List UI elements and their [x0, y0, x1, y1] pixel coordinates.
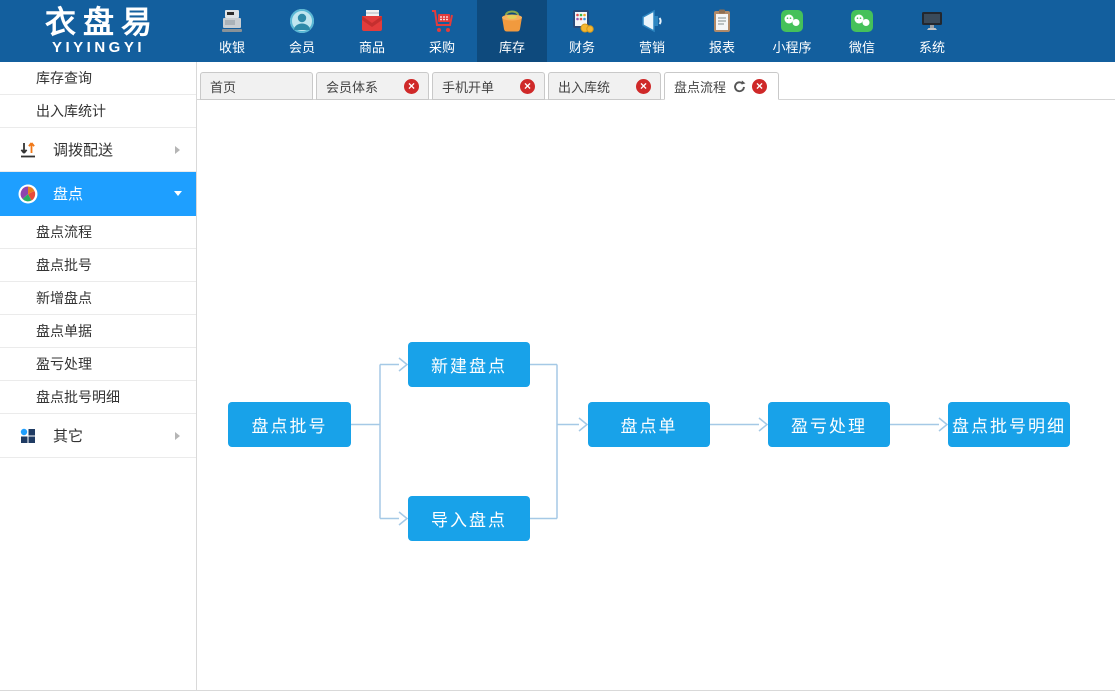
nav-item-label: 商品 [358, 40, 385, 55]
top-header: 衣盘易 YIYINGYI 收银 会员 商品 采购 [0, 0, 1115, 62]
page-bottom-divider [0, 690, 1115, 692]
nav-item-miniprogram[interactable]: 小程序 [757, 0, 827, 62]
sidebar-item-label: 调拨配送 [53, 142, 114, 159]
nav-item-label: 库存 [498, 40, 525, 55]
sidebar-item-label: 盘点单据 [36, 323, 92, 339]
flow-node-import[interactable]: 导入盘点 [408, 496, 530, 541]
sidebar-item-label: 其它 [53, 428, 84, 445]
miniprogram-icon [778, 6, 806, 36]
refresh-icon[interactable] [733, 80, 746, 93]
flow-node-profit[interactable]: 盈亏处理 [768, 402, 890, 447]
pie-chart-icon [18, 184, 38, 204]
tab-label: 首页 [210, 79, 237, 95]
sidebar-item-inout-stats[interactable]: 出入库统计 [0, 95, 196, 128]
sidebar-item-inventory-query[interactable]: 库存查询 [0, 62, 196, 95]
flow-node-batch[interactable]: 盘点批号 [228, 402, 351, 447]
sidebar-item-transfer-delivery[interactable]: 调拨配送 [0, 128, 196, 172]
nav-item-system[interactable]: 系统 [897, 0, 967, 62]
nav-item-wechat[interactable]: 微信 [827, 0, 897, 62]
nav-item-inventory[interactable]: 库存 [477, 0, 547, 62]
nav-item-label: 报表 [708, 40, 735, 55]
sidebar-item-label: 新增盘点 [36, 290, 92, 306]
tab-home[interactable]: 首页 [200, 72, 313, 100]
nav-item-label: 财务 [568, 40, 595, 55]
sidebar-item-new-stocktake[interactable]: 新增盘点 [0, 282, 196, 315]
sidebar-item-stocktake[interactable]: 盘点 [0, 172, 196, 216]
tab-stocktake-flow[interactable]: 盘点流程 × [664, 72, 779, 100]
tab-label: 出入库统 [558, 79, 611, 95]
stocktake-flowchart: 盘点批号 新建盘点 导入盘点 盘点单 盈亏处理 盘点批号明细 [197, 100, 1115, 692]
tab-inout-stats[interactable]: 出入库统 × [548, 72, 661, 100]
nav-item-purchase[interactable]: 采购 [407, 0, 477, 62]
tab-mobile-order[interactable]: 手机开单 × [432, 72, 545, 100]
top-nav: 收银 会员 商品 采购 库存 [197, 0, 967, 62]
tab-label: 会员体系 [326, 79, 379, 95]
nav-item-label: 微信 [848, 40, 875, 55]
system-monitor-icon [918, 6, 946, 36]
sidebar-item-batch-detail[interactable]: 盘点批号明细 [0, 381, 196, 414]
flow-node-new[interactable]: 新建盘点 [408, 342, 530, 387]
nav-item-label: 会员 [288, 40, 315, 55]
nav-item-product[interactable]: 商品 [337, 0, 407, 62]
flow-node-label: 盈亏处理 [791, 417, 867, 436]
nav-item-label: 小程序 [772, 40, 812, 55]
sidebar-item-label: 盘点批号明细 [36, 389, 120, 405]
nav-item-finance[interactable]: 财务 [547, 0, 617, 62]
finance-abacus-icon [568, 6, 596, 36]
product-icon [358, 6, 386, 36]
report-clipboard-icon [708, 6, 736, 36]
chevron-right-icon [175, 431, 180, 440]
sidebar-item-label: 盘点 [53, 186, 84, 203]
sidebar-item-label: 盘点批号 [36, 257, 92, 273]
purchase-cart-icon [428, 6, 456, 36]
sidebar-item-stocktake-batch[interactable]: 盘点批号 [0, 249, 196, 282]
nav-item-cashier[interactable]: 收银 [197, 0, 267, 62]
close-icon[interactable]: × [752, 78, 768, 94]
inventory-basket-icon [498, 6, 526, 36]
nav-item-marketing[interactable]: 营销 [617, 0, 687, 62]
nav-item-label: 营销 [638, 40, 665, 55]
flow-node-detail[interactable]: 盘点批号明细 [948, 402, 1070, 447]
transfer-arrows-icon [18, 140, 38, 160]
sidebar-item-label: 盈亏处理 [36, 356, 92, 372]
flow-node-label: 新建盘点 [431, 357, 507, 376]
nav-item-label: 系统 [918, 40, 945, 55]
grid-icon [18, 426, 38, 446]
flow-node-label: 盘点单 [620, 417, 678, 436]
chevron-right-icon [175, 145, 180, 154]
sidebar-item-stocktake-flow[interactable]: 盘点流程 [0, 216, 196, 249]
flow-node-label: 盘点批号明细 [952, 417, 1066, 436]
cashier-icon [218, 6, 246, 36]
close-icon[interactable]: × [404, 78, 419, 94]
nav-item-report[interactable]: 报表 [687, 0, 757, 62]
wechat-icon [848, 6, 876, 36]
nav-item-label: 采购 [428, 40, 455, 55]
sidebar-item-label: 出入库统计 [36, 103, 106, 119]
nav-item-label: 收银 [218, 40, 245, 55]
nav-item-member[interactable]: 会员 [267, 0, 337, 62]
chevron-down-icon [174, 191, 182, 196]
sidebar-item-other[interactable]: 其它 [0, 414, 196, 458]
app-logo-title: 衣盘易 [45, 5, 159, 40]
tab-label: 盘点流程 [674, 79, 727, 95]
flow-connectors [351, 357, 949, 526]
member-icon [288, 6, 316, 36]
app-logo: 衣盘易 YIYINGYI [0, 0, 197, 62]
flow-node-sheet[interactable]: 盘点单 [588, 402, 710, 447]
close-icon[interactable]: × [520, 78, 535, 94]
marketing-megaphone-icon [638, 6, 666, 36]
tab-member-system[interactable]: 会员体系 × [316, 72, 429, 100]
close-icon[interactable]: × [636, 78, 651, 94]
app-logo-subtitle: YIYINGYI [51, 39, 146, 56]
tab-bar: 首页 会员体系 × 手机开单 × 出入库统 × 盘点流程 × [197, 62, 1115, 100]
sidebar-item-profit-loss[interactable]: 盈亏处理 [0, 348, 196, 381]
sidebar: 库存查询 出入库统计 调拨配送 盘点 盘点流程 盘点批号 新增盘点 盘点单据 盈… [0, 62, 197, 692]
flow-node-label: 导入盘点 [431, 511, 507, 530]
sidebar-item-stocktake-sheets[interactable]: 盘点单据 [0, 315, 196, 348]
flow-node-label: 盘点批号 [251, 417, 328, 436]
tab-label: 手机开单 [442, 79, 495, 95]
sidebar-item-label: 盘点流程 [36, 224, 92, 240]
sidebar-item-label: 库存查询 [36, 70, 92, 86]
